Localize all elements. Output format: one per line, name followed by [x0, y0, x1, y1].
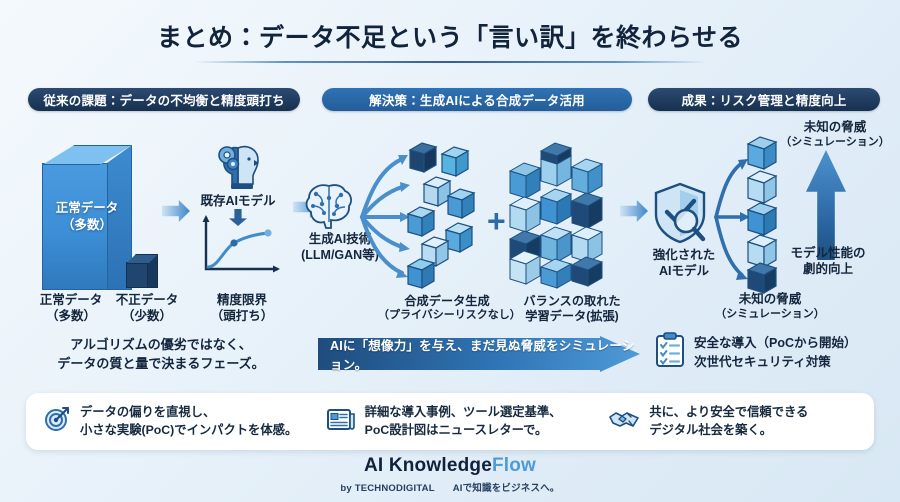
label-threat-top: 未知の脅威 （シミュレーション） [770, 120, 900, 149]
label-model-performance: モデル性能の 劇的向上 [776, 246, 880, 277]
label-model-performance-sub: 劇的向上 [802, 261, 853, 276]
shield-fan-arrows [712, 155, 756, 285]
performance-up-arrow [806, 150, 846, 260]
brain-fan-arrows [358, 145, 420, 285]
cta-card-target-line1: データの偏りを直視し、 [80, 404, 216, 419]
label-accuracy-limit-main: 精度限界 [216, 293, 267, 307]
label-fraud-data-main: 不正データ [115, 293, 179, 307]
label-existing-ai-model-text: 既存AIモデル [200, 194, 276, 208]
plus-sign: + [487, 203, 506, 239]
generative-ai-brain-icon [303, 182, 355, 230]
title-block: まとめ：データ不足という「言い訳」を終わらせる [0, 18, 900, 63]
label-existing-ai-model: 既存AIモデル [186, 194, 290, 210]
section-pill-solution: 解決策：生成AIによる合成データ活用 [322, 88, 632, 111]
label-generative-ai: 生成AI技術 (LLM/GAN等) [296, 232, 384, 263]
label-threat-top-sub: （シミュレーション） [780, 135, 890, 148]
simulation-banner-shape [318, 336, 640, 372]
cta-card-bar: データの偏りを直視し、 小さな実験(PoC)でインパクトを体感。 詳細な導入事例… [26, 393, 874, 450]
secure-adoption-note: 安全な導入（PoCから開始） 次世代セキュリティ対策 [655, 332, 857, 373]
page-title: まとめ：データ不足という「言い訳」を終わらせる [156, 24, 743, 52]
label-balanced-data-sub: 学習データ(拡張) [525, 309, 619, 324]
label-model-performance-main: モデル性能の [790, 246, 866, 260]
label-fraud-data-sub: （少数） [121, 308, 172, 323]
synthetic-data-cubes [406, 140, 484, 290]
brand-name-accent: Flow [491, 455, 537, 476]
cta-card-newsletter-text: 詳細な導入事例、ツール選定基準、 PoC設計図はニュースレターで。 [365, 404, 562, 440]
cta-card-target[interactable]: データの偏りを直視し、 小さな実験(PoC)でインパクトを体感。 [26, 404, 309, 440]
label-balanced-data-main: バランスの取れた [523, 294, 621, 308]
prism-inline-label-sub: （多数） [61, 217, 112, 232]
label-generative-ai-main: 生成AI技術 [308, 232, 372, 246]
label-normal-data: 正常データ （多数） [28, 293, 114, 324]
label-fraud-data: 不正データ （少数） [104, 293, 190, 324]
secure-adoption-note-text: 安全な導入（PoCから開始） 次世代セキュリティ対策 [694, 334, 857, 370]
cta-card-partnership-line2: デジタル社会を築く。 [649, 422, 773, 437]
footer-company: by TECHNODIGITAL [340, 483, 435, 494]
section-pill-problem: 従来の課題：データの不均衡と精度頭打ち [28, 88, 300, 111]
fraud-data-cube [126, 254, 158, 290]
footer-byline: by TECHNODIGITAL AIで知識をビジネスへ。 [0, 480, 900, 494]
prism-inline-label: 正常データ （多数） [28, 200, 146, 234]
hardened-ai-shield-icon [652, 182, 708, 244]
label-generative-ai-sub: (LLM/GAN等) [301, 247, 379, 262]
flow-arrow-3 [620, 200, 648, 222]
left-caption-line1: アルゴリズムの優劣ではなく、 [70, 337, 252, 352]
threat-cube-column [744, 136, 788, 296]
label-hardened-ai-model: 強化された AIモデル [642, 248, 726, 279]
label-threat-bottom-main: 未知の脅威 [738, 292, 802, 306]
label-balanced-data: バランスの取れた 学習データ(拡張) [508, 294, 636, 325]
label-accuracy-limit: 精度限界 （頭打ち） [196, 293, 288, 324]
label-accuracy-limit-sub: （頭打ち） [210, 308, 274, 323]
label-hardened-ai-model-sub: AIモデル [658, 263, 709, 278]
label-threat-bottom: 未知の脅威 （シミュレーション） [700, 292, 840, 321]
balanced-data-cube-stack [508, 140, 612, 290]
cta-card-partnership[interactable]: 共に、より安全で信頼できる デジタル社会を築く。 [591, 404, 874, 440]
cta-card-partnership-line1: 共に、より安全で信頼できる [649, 404, 809, 419]
label-threat-bottom-sub: （シミュレーション） [715, 307, 825, 320]
normal-data-prism [42, 145, 132, 290]
label-synthetic-data-main: 合成データ生成 [404, 294, 490, 308]
brand-logo: AI KnowledgeFlow [0, 455, 900, 477]
footer-tagline: AIで知識をビジネスへ。 [452, 483, 560, 494]
title-divider [193, 61, 707, 63]
cta-card-target-text: データの偏りを直視し、 小さな実験(PoC)でインパクトを体感。 [80, 404, 297, 440]
ai-model-head-icon [208, 140, 266, 192]
label-normal-data-main: 正常データ [39, 293, 103, 307]
secure-adoption-line1: 安全な導入（PoCから開始） [694, 336, 857, 351]
clipboard-checklist-icon [655, 332, 685, 373]
prism-front-face [42, 163, 108, 290]
label-threat-top-main: 未知の脅威 [803, 120, 867, 134]
fraud-cube-front-face [126, 262, 148, 288]
label-normal-data-sub: （多数） [45, 308, 96, 323]
section-pill-result: 成果：リスク管理と精度向上 [648, 88, 880, 111]
accuracy-plateau-chart [196, 213, 282, 279]
handshake-icon [609, 408, 640, 435]
label-hardened-ai-model-main: 強化された [652, 248, 716, 262]
secure-adoption-line2: 次世代セキュリティ対策 [694, 354, 831, 369]
simulation-banner-text: AIに「想像力」を与え、まだ見ぬ脅威をシミュレーション。 [330, 339, 635, 372]
newspaper-icon [326, 407, 355, 436]
left-caption: アルゴリズムの優劣ではなく、 データの質と量で決まるフェーズ。 [22, 336, 300, 374]
cta-card-newsletter-line1: 詳細な導入事例、ツール選定基準、 [364, 404, 562, 419]
cta-card-partnership-text: 共に、より安全で信頼できる デジタル社会を築く。 [649, 404, 808, 440]
simulation-banner: AIに「想像力」を与え、まだ見ぬ脅威をシミュレーション。 [318, 336, 640, 372]
cta-card-newsletter[interactable]: 詳細な導入事例、ツール選定基準、 PoC設計図はニュースレターで。 [309, 404, 592, 440]
brand-name-dark: AI Knowledge [363, 455, 492, 476]
footer-brand-block: AI KnowledgeFlow by TECHNODIGITAL AIで知識をビ… [0, 455, 900, 494]
cta-card-newsletter-line2: PoC設計図はニュースレターで。 [364, 422, 548, 437]
left-caption-line2: データの質と量で決まるフェーズ。 [57, 355, 265, 371]
label-synthetic-data: 合成データ生成 （プライバシーリスクなし） [378, 294, 521, 323]
target-icon [44, 406, 70, 437]
label-synthetic-data-sub: （プライバシーリスクなし） [378, 309, 521, 322]
prism-inline-label-main: 正常データ [55, 201, 119, 215]
cta-card-target-line2: 小さな実験(PoC)でインパクトを体感。 [80, 422, 298, 437]
